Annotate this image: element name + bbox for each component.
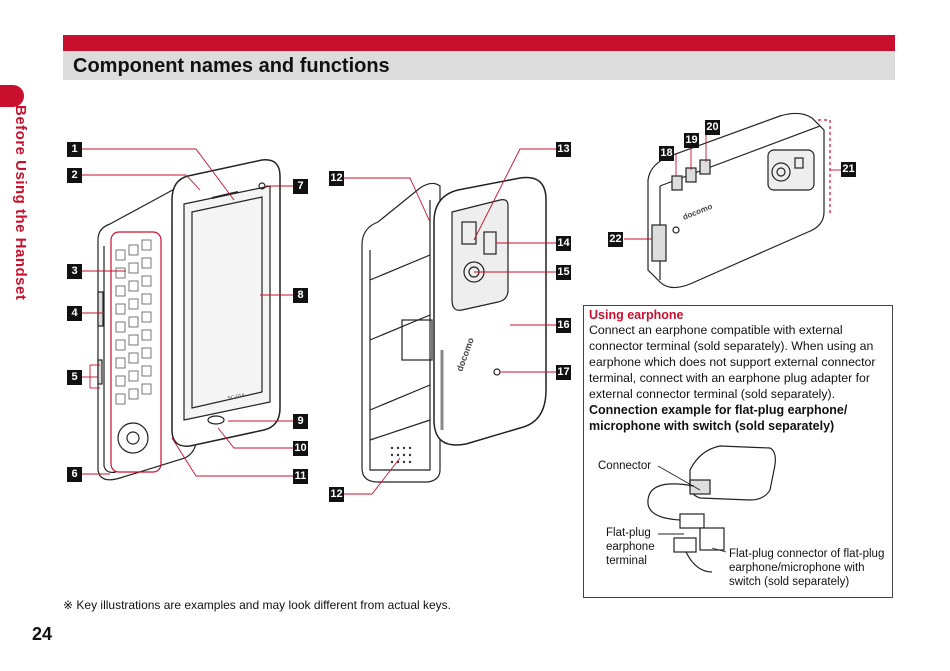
handset-closed-rear <box>647 112 831 289</box>
callout-14: 14 <box>556 236 571 251</box>
callout-3: 3 <box>67 264 82 279</box>
handset-open-keyboard <box>97 159 281 481</box>
callout-2: 2 <box>67 168 82 183</box>
page-title: Component names and functions <box>73 55 390 77</box>
callout-15: 15 <box>556 265 571 280</box>
handset-back-view <box>361 176 547 483</box>
callout-11: 11 <box>293 469 308 484</box>
earphone-info-box: Using earphone Connect an earphone compa… <box>583 305 893 598</box>
callout-20: 20 <box>705 120 720 135</box>
callout-4: 4 <box>67 306 82 321</box>
side-tab-label: Before Using the Handset <box>12 105 29 301</box>
callout-21: 21 <box>841 162 856 177</box>
callout-13: 13 <box>556 142 571 157</box>
header-red-bar <box>63 35 895 51</box>
callout-12-bottom: 12 <box>329 487 344 502</box>
earphone-connection-illustration <box>647 445 776 573</box>
callout-19: 19 <box>684 133 699 148</box>
callout-1: 1 <box>67 142 82 157</box>
flat-plug-terminal-label: Flat-plug earphone terminal <box>606 527 655 567</box>
callout-12-top: 12 <box>329 171 344 186</box>
callout-leader-lines <box>82 128 841 495</box>
side-tab-marker <box>0 85 24 107</box>
callout-8: 8 <box>293 288 308 303</box>
device-model-text: SC-01A <box>227 392 246 402</box>
connector-label: Connector <box>598 460 652 472</box>
flat-plug-connector-label: Flat-plug connector of flat-plug earphon… <box>729 548 885 588</box>
callout-10: 10 <box>293 441 308 456</box>
callout-17: 17 <box>556 365 571 380</box>
footnote: ※ Key illustrations are examples and may… <box>63 598 452 612</box>
page-number: 24 <box>32 624 53 644</box>
connection-example-heading: Connection example for flat-plug earphon… <box>589 403 848 433</box>
earphone-label-lines <box>657 465 727 553</box>
earphone-description: Connect an earphone compatible with exte… <box>589 323 876 401</box>
callout-22: 22 <box>608 232 623 247</box>
callout-16: 16 <box>556 318 571 333</box>
callout-6: 6 <box>67 467 82 482</box>
section-header: Component names and functions <box>63 35 895 80</box>
earphone-heading: Using earphone <box>589 308 684 322</box>
callout-7: 7 <box>293 179 308 194</box>
callout-18: 18 <box>659 146 674 161</box>
callout-9: 9 <box>293 414 308 429</box>
callout-5: 5 <box>67 370 82 385</box>
